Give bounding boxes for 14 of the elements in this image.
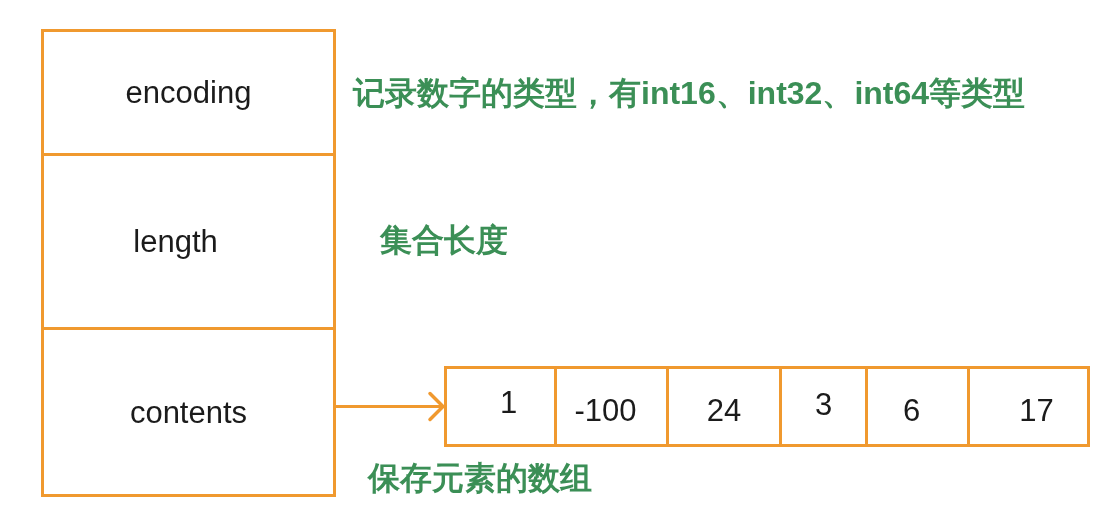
arrow (336, 391, 445, 422)
annotation-text: 记录数字的类型，有int16、int32、int64等类型 (353, 77, 1026, 109)
field-box: encoding (41, 29, 336, 156)
annotation-text: 保存元素的数组 (368, 462, 592, 494)
annotation-text: 集合长度 (380, 224, 508, 256)
array-cell: 3 (779, 369, 865, 444)
array-cell: 24 (666, 369, 779, 444)
array-cell: 1 (447, 369, 554, 444)
array-cell: 6 (865, 369, 967, 444)
array-box (444, 366, 1090, 447)
array-cell: -100 (554, 369, 666, 444)
field-box: length (41, 153, 336, 330)
array-cell: 17 (967, 369, 1087, 444)
field-box: contents (41, 327, 336, 497)
